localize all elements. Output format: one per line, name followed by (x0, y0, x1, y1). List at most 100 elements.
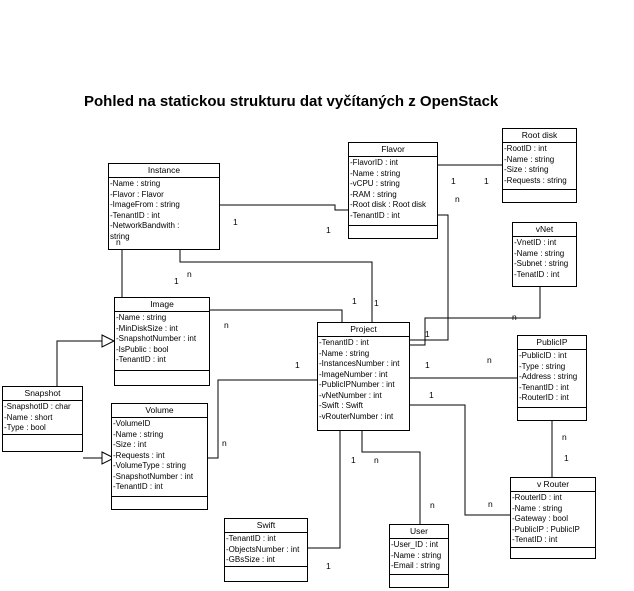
class-attribute: -VolumeID (113, 419, 151, 428)
gen-arrowhead-image (101, 334, 116, 348)
class-attribute: -Flavor : Flavor (110, 189, 164, 199)
class-attribute: -SnapshotNumber : int (113, 471, 194, 481)
class-name: Instance (109, 164, 219, 178)
multiplicity-label: 1 (233, 217, 238, 227)
multiplicity-label: 1 (484, 176, 489, 186)
class-name: Volume (112, 404, 207, 418)
class-operations (349, 225, 437, 238)
multiplicity-label: n (187, 269, 192, 279)
class-attribute: -RouterID : int (519, 393, 569, 402)
multiplicity-label: 1 (425, 360, 430, 370)
class-attribute: -Type : string (519, 361, 566, 371)
class-operations (225, 566, 307, 581)
class-attribute: -Email : string (391, 561, 440, 570)
assoc-project-user (361, 430, 421, 525)
multiplicity-label: 1 (374, 298, 379, 308)
class-attribute: -Root disk : Root disk (350, 200, 427, 209)
class-attribute: -Name : string (514, 248, 565, 258)
assoc-flavor-project (410, 214, 449, 341)
class-name: vNet (513, 223, 576, 237)
gen-snapshot-image (56, 340, 102, 386)
multiplicity-label: 1 (326, 561, 331, 571)
class-attribute: -TenantID : int (113, 482, 163, 491)
class-name: Image (115, 298, 209, 312)
class-attribute: -Requests : int (113, 450, 165, 460)
class-attribute: -Gateway : bool (512, 514, 569, 523)
class-name: Swift (225, 519, 307, 533)
class-operations (3, 434, 82, 451)
class-attribute: -TenantID : int (519, 382, 569, 392)
class-attribute: -FlavorID : int (350, 158, 399, 167)
class-attribute: -Name : string (350, 168, 401, 178)
class-name: v Router (511, 478, 595, 492)
class-attribute: -SnapshotID : char (4, 402, 71, 411)
diagram-title: Pohled na statickou strukturu dat vyčíta… (84, 93, 499, 110)
class-attribute: -IsPublic : bool (116, 344, 169, 354)
class-attribute: -Name : string (319, 348, 370, 358)
class-attribute: -ImageFrom : string (110, 200, 180, 209)
class-attribute: -TenantID : int (350, 210, 400, 220)
class-attribute: -Address : string (519, 372, 578, 381)
class-vnet: vNet -VnetID : int -Name : string -Subne… (512, 222, 577, 287)
class-name: Flavor (349, 143, 437, 157)
class-operations (115, 370, 209, 385)
class-attribute: -Size : string (504, 165, 549, 174)
class-operations (503, 189, 576, 202)
class-attribute: -InstancesNumber : int (319, 359, 400, 368)
class-user: User -User_ID : int -Name : string -Emai… (389, 524, 449, 588)
multiplicity-label: 1 (451, 176, 456, 186)
class-attribute: -ObjectsNumber : int (226, 544, 300, 554)
multiplicity-label: n (512, 312, 517, 322)
class-vrouter: v Router -RouterID : int -Name : string … (510, 477, 596, 559)
class-operations (518, 407, 586, 420)
multiplicity-label: n (562, 432, 567, 442)
class-attribute: -VnetID : int (514, 238, 557, 247)
class-attribute: -TenatID : int (514, 269, 560, 279)
multiplicity-label: n (488, 499, 493, 509)
class-attribute: -Size : int (113, 440, 147, 449)
class-operations (390, 574, 448, 587)
assoc-project-swift (308, 430, 341, 549)
class-attribute: -Name : short (4, 412, 53, 422)
class-attribute: -Name : string (504, 154, 555, 164)
class-name: Root disk (503, 129, 576, 143)
class-rootdisk: Root disk -RootID : int -Name : string -… (502, 128, 577, 203)
class-attribute: -RAM : string (350, 189, 397, 199)
multiplicity-label: 1 (295, 360, 300, 370)
class-attribute: -TenantID : int (116, 355, 166, 364)
class-attribute: -MinDiskSize : int (116, 323, 178, 333)
assoc-project-vnet (410, 286, 541, 346)
multiplicity-label: n (487, 355, 492, 365)
gen-arrowhead-volume (101, 451, 116, 465)
assoc-image-project (210, 309, 343, 322)
class-attribute: -vNetNumber : int (319, 390, 382, 400)
class-image: Image -Name : string -MinDiskSize : int … (114, 297, 210, 386)
multiplicity-label: n (224, 320, 229, 330)
class-volume: Volume -VolumeID -Name : string -Size : … (111, 403, 208, 510)
class-publicip: PublicIP -PublicID : int -Type : string … (517, 335, 587, 421)
class-attribute: -User_ID : int (391, 540, 439, 549)
class-attribute: -Swift : Swift (319, 401, 364, 410)
assoc-instance-project (179, 249, 373, 322)
class-attribute: -SnapshotNumber : int (116, 334, 197, 343)
assoc-instance-flavor (220, 204, 349, 211)
class-attribute: -ImageNumber : int (319, 369, 388, 379)
multiplicity-label: n (455, 194, 460, 204)
class-attribute: -VolumeType : string (113, 461, 186, 470)
class-attribute: -Subnet : string (514, 259, 569, 268)
class-attribute: -PublicIPNumber : int (319, 380, 395, 389)
class-attribute: -Name : string (391, 550, 442, 560)
class-attribute: -PublicIP : PublicIP (512, 524, 580, 534)
multiplicity-label: 1 (429, 390, 434, 400)
class-snapshot: Snapshot -SnapshotID : char -Name : shor… (2, 386, 83, 452)
class-project: Project -TenantID : int -Name : string -… (317, 322, 410, 431)
multiplicity-label: 1 (425, 329, 430, 339)
class-swift: Swift -TenantID : int -ObjectsNumber : i… (224, 518, 308, 582)
class-attribute: -Name : string (512, 503, 563, 513)
class-attribute: -vRouterNumber : int (319, 411, 394, 421)
class-attribute: -Name : string (116, 313, 167, 322)
class-attribute: -Requests : string (504, 175, 567, 185)
class-attribute: -RootID : int (504, 144, 547, 153)
